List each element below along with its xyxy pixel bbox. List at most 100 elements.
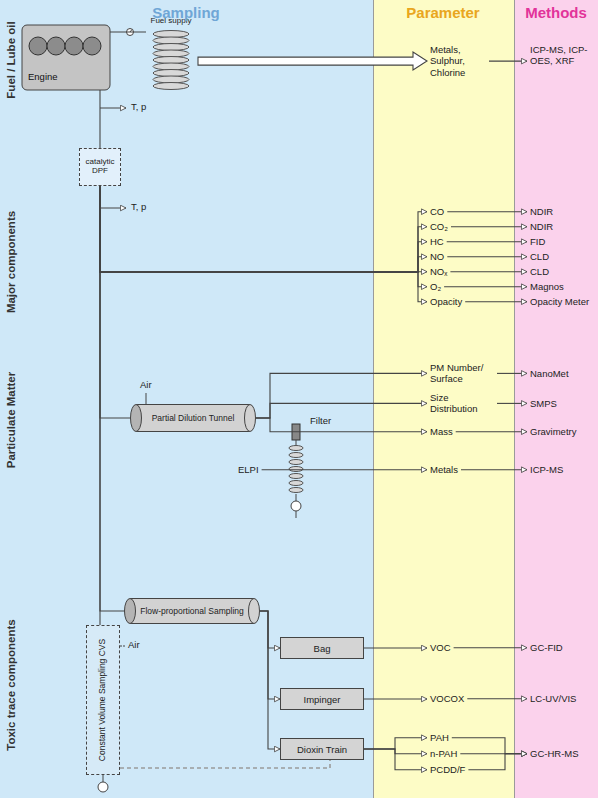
sampling-column <box>0 0 373 798</box>
connector <box>489 61 527 62</box>
dashed-connector <box>120 760 330 768</box>
connector <box>364 698 427 699</box>
node-text: PM Number/ Surface <box>430 362 494 385</box>
item-text: LC-UV/VIS <box>530 693 576 704</box>
connector <box>497 403 527 404</box>
coil-turn <box>289 467 303 472</box>
node-text: ICP-MS <box>530 464 563 475</box>
node-text: O₂ <box>430 281 441 292</box>
item-text: VOC <box>430 642 451 653</box>
item-text: VOCOX <box>430 693 464 704</box>
item-text: Magnos <box>530 281 564 292</box>
item-text: ICP-MS, ICP-OES, XRF <box>530 44 590 67</box>
coil-turn <box>289 446 303 451</box>
node-text: CO₂ <box>430 221 448 232</box>
item-text: CO <box>430 206 444 217</box>
item-text: PAH <box>430 732 449 743</box>
coil-turn <box>153 76 189 83</box>
sampler-box: Dioxin Train <box>280 738 364 760</box>
connector <box>447 241 527 242</box>
item-text: Mass <box>430 426 453 437</box>
air-inlet <box>146 393 147 404</box>
cylinder-end <box>245 405 256 432</box>
item-text: NanoMet <box>530 368 569 379</box>
node-text: Constant Volume Sampling CVS <box>98 628 107 772</box>
connector <box>100 186 130 418</box>
connector <box>447 211 527 212</box>
connector <box>452 738 527 754</box>
item-text: Opacity Meter <box>530 296 590 307</box>
item-text: NDIR <box>530 206 553 217</box>
coil-turn <box>289 481 303 486</box>
coil-turn <box>289 453 303 458</box>
node-text: PAH <box>430 732 449 743</box>
item-text: Opacity <box>430 296 462 307</box>
section-label: Fuel / Lube oil <box>5 21 18 98</box>
node-text: Metals, Sulphur, Chlorine <box>430 44 486 78</box>
connector <box>447 256 527 257</box>
section-label: Toxic trace components <box>5 619 18 750</box>
node-text: n-PAH <box>430 748 457 759</box>
item-text: ICP-MS <box>530 464 563 475</box>
sensor-arrow <box>100 108 126 109</box>
annotation: T, p <box>131 102 146 113</box>
item-text: CO₂ <box>430 221 448 232</box>
cylinder-end <box>125 599 136 624</box>
node-text: Dioxin Train <box>297 744 347 755</box>
connector <box>256 418 427 432</box>
node-text: Size Distribution <box>430 392 494 415</box>
node-text: NanoMet <box>530 368 569 379</box>
item-text: CLD <box>530 251 549 262</box>
node-text: Impinger <box>304 694 341 705</box>
connector <box>260 611 280 648</box>
connector <box>99 90 100 148</box>
coil-turn <box>153 44 189 51</box>
cylinder-end <box>131 405 142 432</box>
connector <box>260 611 280 699</box>
impactor-coil <box>289 446 303 493</box>
connector <box>467 698 527 699</box>
pipe <box>103 775 104 782</box>
connector <box>456 431 527 432</box>
connector <box>100 186 427 272</box>
dpf-box: catalytic DPF <box>79 148 121 186</box>
item-text: Gravimetry <box>530 426 576 437</box>
connector <box>100 186 427 272</box>
connector <box>451 226 527 227</box>
node-text: LC-UV/VIS <box>530 693 576 704</box>
pipe <box>296 494 297 501</box>
connector <box>100 186 427 302</box>
node-text: Opacity <box>430 296 462 307</box>
connector <box>256 403 427 418</box>
column-header: Sampling <box>152 4 220 21</box>
hollow-arrow <box>198 52 427 70</box>
node-text: HC <box>430 236 444 247</box>
connector <box>100 186 427 272</box>
connector <box>465 301 527 302</box>
node-text: Bag <box>314 643 331 654</box>
coil-turn <box>153 83 189 90</box>
node-text: FID <box>530 236 545 247</box>
section-label: Particulate Matter <box>5 372 18 469</box>
coil-turn <box>289 488 303 493</box>
annotation: Air <box>140 380 152 391</box>
annotation: T, p <box>131 202 146 213</box>
column-header: Methods <box>525 4 587 21</box>
sampler-box: Impinger <box>280 688 364 710</box>
node-text: VOC <box>430 642 451 653</box>
item-text: PM Number/ Surface <box>430 362 494 385</box>
connector <box>461 469 527 470</box>
item-text: Metals <box>430 464 458 475</box>
connector <box>100 186 427 272</box>
node-text: PCDD/F <box>430 764 465 775</box>
coil-turn <box>289 460 303 465</box>
coil-turn <box>153 63 189 70</box>
connector <box>497 373 527 374</box>
coil-turn <box>153 37 189 44</box>
section-label: Major components <box>5 211 18 313</box>
fuel-tank: Fuel supply <box>146 16 196 90</box>
cylinder-edge <box>136 404 250 405</box>
node-text: ICP-MS, ICP-OES, XRF <box>530 44 590 67</box>
engine: Engine <box>22 25 110 90</box>
node-text: CLD <box>530 251 549 262</box>
